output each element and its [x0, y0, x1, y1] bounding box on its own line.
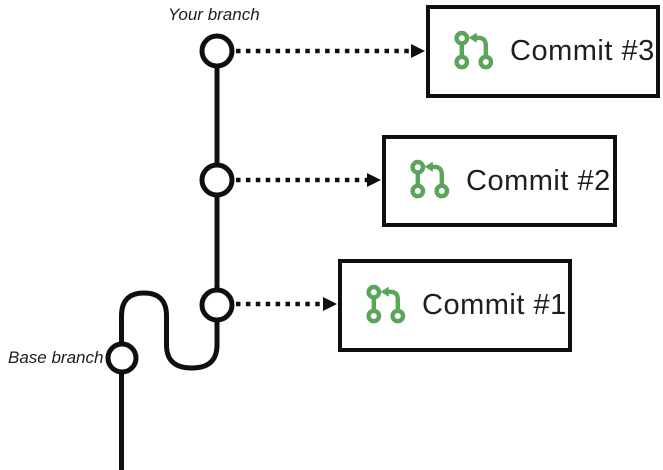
commit-label: Commit #1: [422, 289, 567, 321]
commit-label: Commit #3: [510, 35, 655, 67]
commit-node-1: [199, 287, 235, 323]
branch-merge-curve: [119, 290, 220, 371]
git-pull-request-icon: [410, 159, 450, 199]
commit-card-1: Commit #1: [338, 259, 572, 352]
commit-node-2: [199, 162, 235, 198]
commit-card-3: Commit #3: [426, 5, 660, 98]
dotted-arrow-1-head: [323, 297, 337, 311]
commit-label: Commit #2: [466, 164, 611, 197]
git-pull-request-icon: [454, 30, 494, 69]
base-branch-label: Base branch: [8, 348, 104, 367]
base-branch-node: [105, 341, 139, 375]
dotted-arrow-2-head: [367, 173, 381, 187]
commit-card-2: Commit #2: [382, 135, 617, 227]
git-pull-request-icon: [366, 284, 406, 323]
dotted-arrow-3-head: [411, 44, 425, 58]
commit-node-3: [199, 33, 235, 69]
your-branch-label: Your branch: [168, 5, 260, 24]
